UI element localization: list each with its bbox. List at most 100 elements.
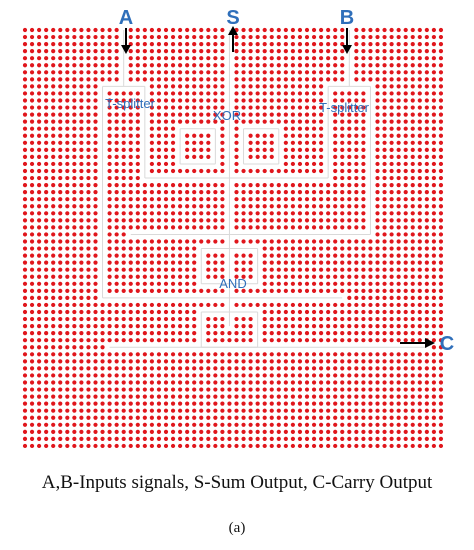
dielectric-rod (396, 324, 401, 329)
dielectric-rod (283, 49, 288, 54)
dielectric-rod (361, 63, 366, 68)
dielectric-rod (382, 133, 387, 138)
dielectric-rod (206, 422, 211, 427)
dielectric-rod (283, 401, 288, 406)
dielectric-rod (234, 331, 239, 336)
dielectric-rod (234, 112, 239, 117)
dielectric-rod (276, 401, 281, 406)
dielectric-rod (290, 34, 295, 40)
dielectric-rod (431, 77, 436, 82)
dielectric-rod (65, 105, 70, 110)
dielectric-rod (248, 84, 253, 89)
dielectric-rod (431, 161, 436, 167)
dielectric-rod (248, 133, 253, 138)
dielectric-rod (241, 56, 246, 61)
dielectric-rod (128, 316, 133, 322)
dielectric-rod (37, 401, 42, 406)
dielectric-rod (220, 56, 225, 61)
dielectric-rod (100, 443, 105, 449)
dielectric-rod (354, 316, 359, 322)
dielectric-rod (283, 42, 288, 47)
dielectric-rod (424, 436, 429, 441)
dielectric-rod (424, 324, 429, 329)
dielectric-rod (86, 422, 91, 427)
dielectric-rod (72, 34, 77, 40)
dielectric-rod (354, 56, 359, 61)
dielectric-rod (37, 309, 42, 315)
dielectric-rod (340, 408, 345, 413)
dielectric-rod (241, 443, 246, 449)
dielectric-rod (382, 190, 387, 195)
dielectric-rod (389, 309, 394, 315)
dielectric-rod (44, 352, 49, 357)
dielectric-rod (51, 84, 56, 89)
dielectric-rod (121, 253, 126, 258)
dielectric-rod (297, 140, 303, 145)
dielectric-rod (396, 288, 401, 293)
dielectric-rod (156, 324, 162, 329)
dielectric-rod (220, 91, 225, 96)
dielectric-rod (213, 387, 218, 392)
dielectric-rod (241, 253, 246, 258)
dielectric-rod (403, 77, 408, 82)
dielectric-rod (424, 232, 429, 237)
dielectric-rod (44, 197, 49, 202)
dielectric-rod (185, 359, 190, 364)
dielectric-rod (276, 204, 281, 209)
dielectric-rod (44, 63, 49, 68)
dielectric-rod (424, 147, 429, 152)
dielectric-rod (248, 204, 253, 209)
dielectric-rod (396, 175, 401, 181)
dielectric-rod (333, 331, 338, 336)
dielectric-rod (29, 91, 35, 96)
dielectric-rod (29, 190, 35, 195)
dielectric-rod (297, 366, 303, 371)
dielectric-rod (29, 288, 35, 293)
dielectric-rod (58, 183, 63, 188)
dielectric-rod (311, 56, 317, 61)
dielectric-rod (65, 394, 70, 399)
dielectric-rod (403, 218, 408, 223)
dielectric-rod (340, 331, 345, 336)
dielectric-rod (347, 281, 352, 286)
dielectric-rod (65, 98, 70, 103)
dielectric-rod (241, 316, 246, 322)
dielectric-rod (135, 309, 140, 315)
dielectric-rod (354, 359, 359, 364)
dielectric-rod (149, 218, 154, 223)
dielectric-rod (51, 211, 56, 216)
dielectric-rod (79, 246, 84, 251)
dielectric-rod (297, 401, 303, 406)
dielectric-rod (354, 267, 359, 272)
dielectric-rod (354, 338, 359, 343)
dielectric-rod (375, 183, 380, 188)
dielectric-rod (361, 338, 366, 343)
dielectric-rod (269, 98, 274, 103)
dielectric-rod (93, 70, 98, 75)
dielectric-rod (65, 34, 70, 40)
dielectric-rod (135, 366, 140, 371)
dielectric-rod (410, 429, 415, 434)
dielectric-rod (213, 267, 218, 272)
dielectric-rod (424, 211, 429, 216)
dielectric-rod (178, 98, 183, 103)
dielectric-rod (396, 429, 401, 434)
dielectric-rod (149, 49, 154, 54)
dielectric-rod (382, 218, 387, 223)
dielectric-rod (37, 119, 42, 124)
dielectric-rod (283, 260, 288, 265)
dielectric-rod (262, 302, 267, 308)
dielectric-rod (22, 394, 28, 399)
dielectric-rod (304, 338, 310, 343)
dielectric-rod (269, 147, 274, 152)
dielectric-rod (135, 352, 140, 357)
dielectric-rod (248, 225, 253, 230)
dielectric-rod (128, 190, 133, 195)
dielectric-rod (58, 211, 63, 216)
dielectric-rod (128, 352, 133, 357)
dielectric-rod (255, 27, 260, 33)
dielectric-rod (389, 70, 394, 75)
dielectric-rod (100, 324, 105, 329)
dielectric-rod (22, 267, 28, 272)
dielectric-rod (431, 105, 436, 110)
